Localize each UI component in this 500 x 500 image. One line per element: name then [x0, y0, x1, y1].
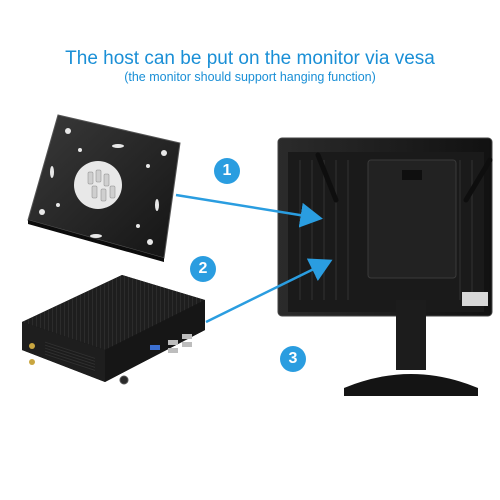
arrow-plate-to-monitor [175, 193, 323, 228]
mini-pc-icon [22, 275, 205, 385]
monitor-icon [277, 137, 493, 396]
step-badge-1: 1 [214, 158, 240, 184]
vesa-plate-icon [27, 114, 181, 262]
step-badge-3: 3 [280, 346, 306, 372]
step-badge-2: 2 [190, 256, 216, 282]
subheadline: (the monitor should support hanging func… [124, 70, 376, 84]
headline: The host can be put on the monitor via v… [65, 48, 435, 69]
arrow-pc-to-monitor [205, 258, 333, 324]
